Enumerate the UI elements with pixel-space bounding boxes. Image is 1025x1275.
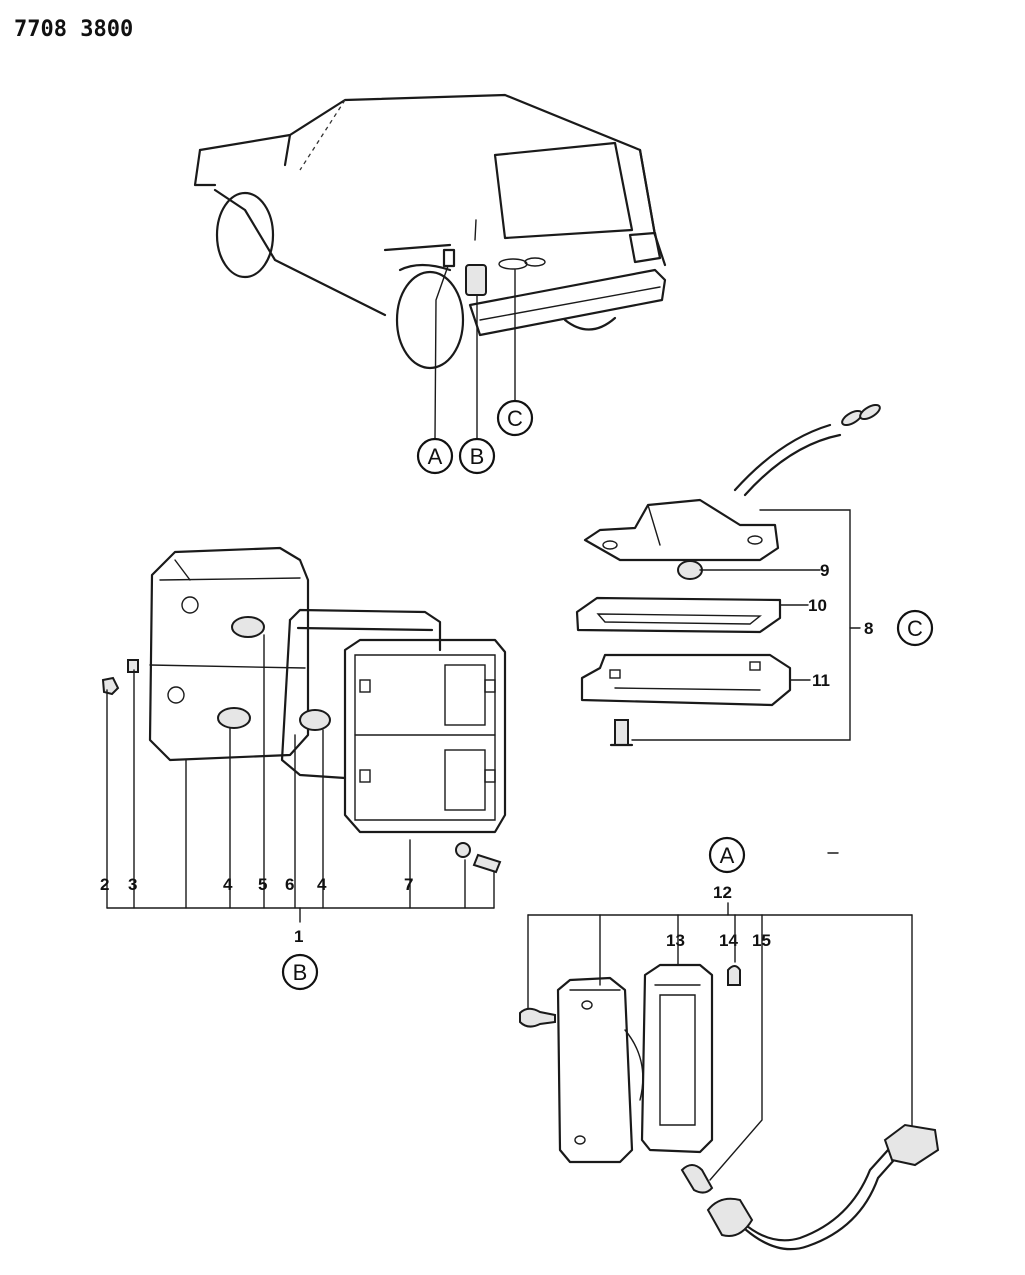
part-label-13: 13	[666, 931, 685, 950]
svg-text:A: A	[428, 444, 443, 469]
detail-callout-a: A	[708, 836, 746, 874]
vehicle-illustration	[193, 93, 667, 439]
detail-callout-c: C	[896, 609, 934, 647]
svg-text:A: A	[720, 843, 735, 868]
svg-text:C: C	[907, 616, 923, 641]
side-marker-assembly	[519, 902, 940, 1251]
part-label-11: 11	[812, 671, 830, 690]
part-label-9: 9	[820, 561, 829, 580]
part-label-10: 10	[808, 596, 827, 615]
detail-callout-a-vehicle: A	[416, 437, 454, 475]
svg-text:B: B	[293, 960, 308, 985]
part-label-14: 14	[719, 931, 738, 950]
part-label-12: 12	[713, 883, 732, 902]
part-label-3: 3	[128, 875, 137, 894]
part-label-4a: 4	[223, 875, 233, 894]
license-lamp-assembly	[575, 404, 881, 747]
detail-callout-b: B	[281, 953, 319, 991]
detail-callout-c-vehicle: C	[496, 399, 534, 437]
svg-text:B: B	[470, 444, 485, 469]
part-label-1: 1	[294, 927, 303, 946]
page-code: 7708 3800	[14, 17, 133, 42]
part-label-2: 2	[100, 875, 109, 894]
part-label-5: 5	[258, 875, 267, 894]
detail-callout-b-vehicle: B	[458, 437, 496, 475]
part-label-6: 6	[285, 875, 294, 894]
part-label-8: 8	[864, 619, 873, 638]
part-label-7: 7	[404, 875, 413, 894]
tail-lamp-assembly	[101, 546, 507, 923]
svg-text:C: C	[507, 406, 523, 431]
part-label-4b: 4	[317, 875, 327, 894]
